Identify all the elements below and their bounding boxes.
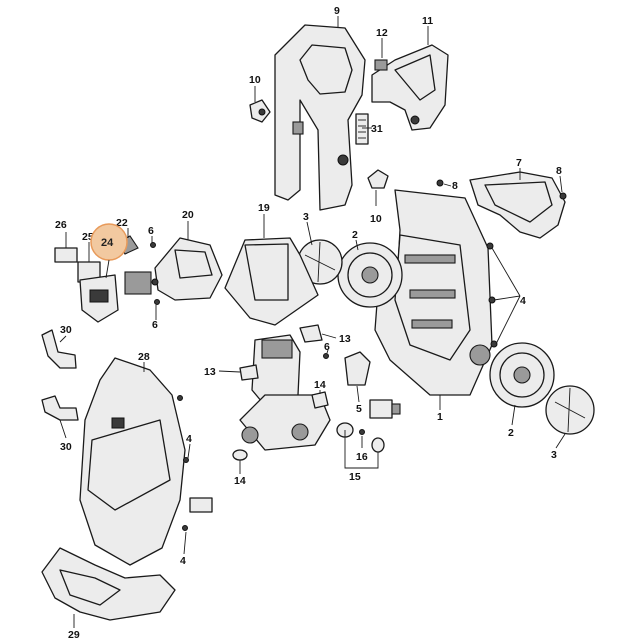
- part-13-clip-upper[interactable]: [299, 324, 323, 343]
- callout-5: 5: [356, 403, 362, 415]
- callout-25: 25: [82, 231, 94, 243]
- callout-20: 20: [182, 209, 194, 221]
- part-30-fitting-lower[interactable]: [41, 395, 79, 421]
- leader-lines: [59, 16, 566, 628]
- part-29-base[interactable]: [41, 547, 176, 621]
- part-28-label[interactable]: [189, 497, 213, 513]
- part-13-clip-lower[interactable]: [239, 364, 259, 381]
- callout-14-lower: 14: [234, 475, 246, 487]
- part-2-wheel-left[interactable]: [337, 242, 403, 308]
- callout-28: 28: [138, 351, 150, 363]
- callout-31: 31: [371, 123, 383, 135]
- part-10-knob-upper[interactable]: [249, 99, 271, 123]
- callout-11: 11: [422, 15, 433, 27]
- part-4-screws-left[interactable]: [177, 395, 189, 531]
- part-6-switch-body[interactable]: [124, 271, 159, 295]
- part-14-nozzle-lower[interactable]: [232, 449, 248, 461]
- part-1-housing[interactable]: [374, 189, 493, 396]
- callout-12: 12: [376, 27, 388, 39]
- callout-10-lower: 10: [370, 213, 382, 225]
- callout-6-motor: 6: [324, 341, 330, 353]
- callout-13-lower: 13: [204, 366, 216, 378]
- callout-9: 9: [334, 5, 340, 17]
- callout-30-upper: 30: [60, 324, 72, 336]
- callout-29: 29: [68, 629, 80, 641]
- part-14-nozzle-upper[interactable]: [311, 391, 329, 409]
- part-15-fitting[interactable]: [336, 422, 385, 453]
- part-31-label[interactable]: [355, 113, 369, 145]
- callout-4-right: 4: [520, 295, 526, 307]
- callout-19: 19: [258, 202, 270, 214]
- callout-30-lower: 30: [60, 441, 72, 453]
- part-2-wheel-right[interactable]: [489, 342, 555, 408]
- callout-1: 1: [437, 411, 443, 423]
- callout-3-left: 3: [303, 211, 309, 223]
- callout-16: 16: [356, 451, 368, 463]
- callout-10-upper: 10: [249, 74, 261, 86]
- callout-6-lower: 6: [152, 319, 158, 331]
- callout-24: 24: [101, 237, 114, 249]
- part-9-handle[interactable]: [274, 24, 366, 211]
- callout-26: 26: [55, 219, 67, 231]
- callout-labels: 9 11 12 10 31 10 8 7 8 3 2 19 20 22 26 2…: [55, 5, 562, 641]
- part-6-screw-motor[interactable]: [323, 353, 329, 359]
- callout-4-left-lower: 4: [180, 555, 186, 567]
- part-8-screws[interactable]: [436, 179, 567, 200]
- callout-14-upper: 14: [314, 379, 326, 391]
- part-12-clip[interactable]: [374, 59, 388, 71]
- callout-22: 22: [116, 217, 128, 229]
- part-19-hopper[interactable]: [224, 237, 319, 326]
- part-10-knob-lower[interactable]: [367, 169, 389, 189]
- part-28-front-cover[interactable]: [79, 357, 186, 566]
- part-11-holder[interactable]: [371, 44, 449, 131]
- part-20-cover[interactable]: [154, 237, 223, 301]
- callout-15: 15: [349, 471, 361, 483]
- callout-7: 7: [516, 157, 522, 169]
- callout-8-right: 8: [556, 165, 562, 177]
- part-16-connector[interactable]: [369, 399, 401, 419]
- part-5-cap[interactable]: [344, 351, 371, 386]
- callout-3-right: 3: [551, 449, 557, 461]
- part-30-fitting-upper[interactable]: [41, 329, 77, 369]
- callout-8-upper: 8: [452, 180, 458, 192]
- part-3-hubcap-right[interactable]: [545, 385, 595, 435]
- part-4-screws-right[interactable]: [486, 242, 498, 348]
- callout-13-upper: 13: [339, 333, 351, 345]
- part-24-switch[interactable]: [79, 274, 119, 323]
- callout-4-left-upper: 4: [186, 433, 192, 445]
- callout-6-upper: 6: [148, 225, 154, 237]
- part-motor-assembly[interactable]: [239, 334, 331, 451]
- callout-2-left: 2: [352, 229, 358, 241]
- part-7-bracket[interactable]: [469, 171, 566, 239]
- callout-2-right: 2: [508, 427, 514, 439]
- part-6-screws[interactable]: [150, 242, 160, 305]
- part-26-cap[interactable]: [54, 247, 78, 263]
- callout-24-highlight[interactable]: 24: [90, 223, 128, 279]
